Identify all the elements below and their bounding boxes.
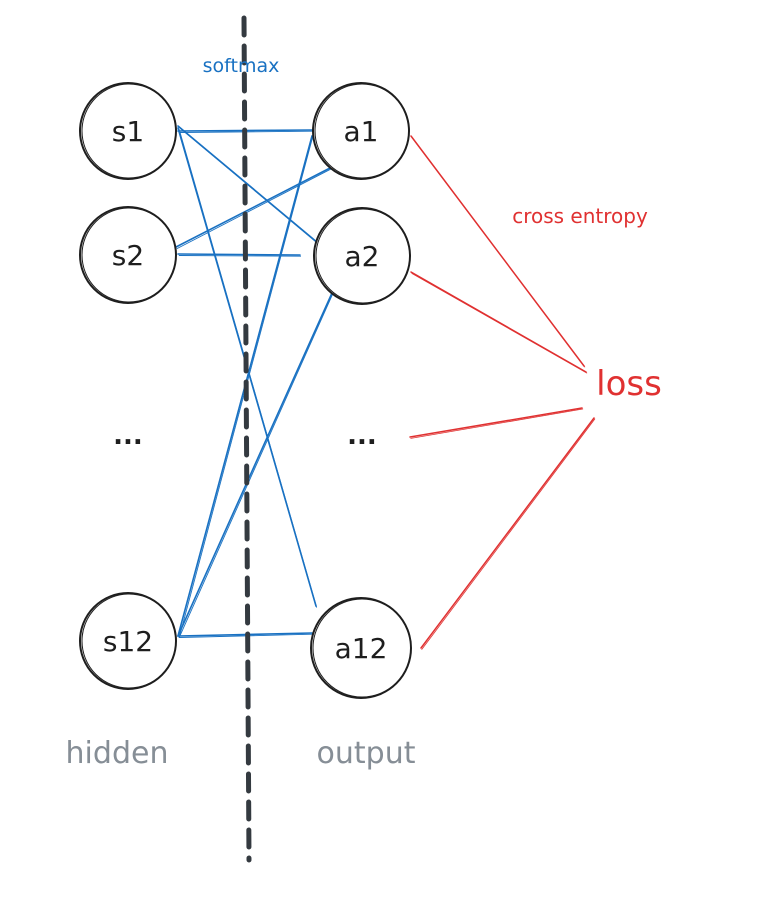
loss-connection-output_ellipsis (409, 407, 583, 438)
output-node-a2: a2 (313, 207, 411, 305)
output-layer-label: output (317, 736, 416, 771)
softmax-label: softmax (203, 55, 280, 77)
connection-s1-a2 (178, 127, 320, 245)
loss-connection-a2 (411, 272, 588, 374)
connection-s12-a2 (178, 293, 334, 638)
softmax-divider (241, 15, 252, 863)
loss-connection-a1 (411, 136, 586, 368)
hidden-node-label: s12 (103, 625, 153, 658)
loss-label: loss (596, 364, 662, 404)
loss-connection-a12 (420, 417, 595, 649)
hidden-node-s12: s12 (79, 592, 177, 690)
hidden-node-label: s2 (112, 239, 144, 272)
connection-s12-a2 (177, 292, 333, 637)
connection-s2-a1 (175, 167, 331, 248)
output-node-a12: a12 (310, 597, 412, 699)
loss-connection-a12 (421, 418, 596, 650)
connection-s12-a12 (177, 632, 313, 637)
loss-connection-a2 (410, 271, 587, 373)
connection-s2-a1 (176, 168, 332, 249)
output-node-a1: a1 (312, 82, 410, 180)
hidden-node-label: s1 (112, 115, 144, 148)
hidden-node-s1: s1 (79, 82, 177, 180)
hidden-ellipsis: ... (113, 421, 143, 451)
output-node-label: a12 (335, 632, 388, 665)
hidden-node-s2: s2 (79, 206, 177, 304)
loss-connection-output_ellipsis (410, 408, 584, 439)
output-node-label: a1 (344, 115, 379, 148)
output-node-label: a2 (345, 240, 380, 273)
hidden-layer-label: hidden (66, 736, 169, 771)
loss-connections-group (409, 135, 596, 650)
cross-entropy-label: cross entropy (512, 204, 648, 228)
output-ellipsis: ... (347, 421, 377, 451)
connections-group (175, 125, 334, 638)
